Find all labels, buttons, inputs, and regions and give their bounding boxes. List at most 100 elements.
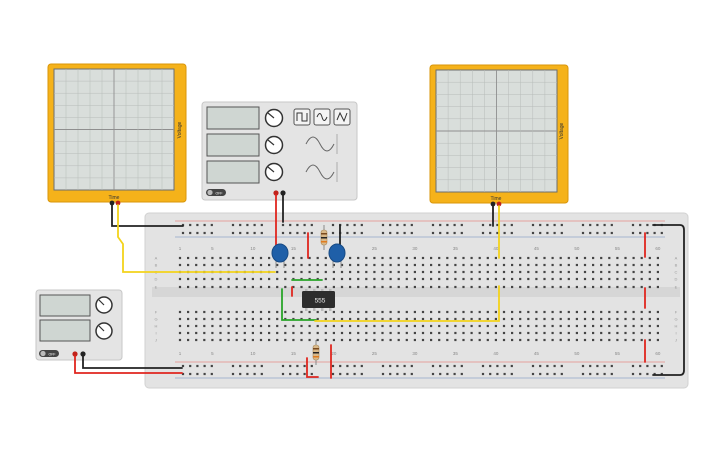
breadboard-hole[interactable] (543, 263, 546, 267)
breadboard-hole[interactable] (478, 256, 481, 260)
breadboard-hole[interactable] (551, 285, 554, 289)
breadboard-hole[interactable] (373, 263, 376, 267)
breadboard-hole[interactable] (421, 270, 425, 274)
breadboard-hole[interactable] (405, 256, 408, 260)
breadboard-hole[interactable] (511, 338, 514, 342)
breadboard-hole[interactable] (575, 338, 578, 342)
breadboard-hole[interactable] (381, 256, 384, 260)
breadboard-hole[interactable] (357, 270, 360, 274)
breadboard-hole[interactable] (496, 231, 499, 235)
breadboard-hole[interactable] (502, 338, 506, 342)
breadboard-hole[interactable] (310, 372, 313, 376)
breadboard-hole[interactable] (575, 317, 578, 321)
breadboard-hole[interactable] (421, 310, 425, 314)
breadboard-hole[interactable] (340, 270, 344, 274)
breadboard-hole[interactable] (303, 231, 306, 235)
breadboard-hole[interactable] (413, 285, 416, 289)
breadboard-hole[interactable] (276, 338, 279, 342)
breadboard-hole[interactable] (332, 317, 335, 321)
breadboard-hole[interactable] (494, 263, 497, 267)
breadboard-hole[interactable] (259, 324, 263, 328)
breadboard-hole[interactable] (357, 263, 360, 267)
breadboard-hole[interactable] (203, 317, 206, 321)
breadboard-hole[interactable] (608, 310, 611, 314)
breadboard-hole[interactable] (600, 270, 603, 274)
breadboard-hole[interactable] (543, 338, 546, 342)
breadboard-hole[interactable] (559, 263, 562, 267)
breadboard-hole[interactable] (519, 256, 522, 260)
breadboard-hole[interactable] (332, 324, 335, 328)
breadboard-hole[interactable] (600, 317, 603, 321)
breadboard-hole[interactable] (592, 285, 595, 289)
breadboard-hole[interactable] (373, 310, 376, 314)
breadboard-hole[interactable] (531, 364, 535, 368)
breadboard-hole[interactable] (276, 285, 279, 289)
breadboard-hole[interactable] (567, 331, 570, 335)
breadboard-hole[interactable] (189, 231, 192, 235)
output-terminal-red[interactable] (273, 190, 279, 196)
breadboard-hole[interactable] (648, 270, 651, 274)
output-terminal-black[interactable] (280, 190, 286, 196)
breadboard-hole[interactable] (567, 317, 570, 321)
breadboard-hole[interactable] (211, 324, 214, 328)
breadboard-hole[interactable] (616, 317, 619, 321)
breadboard-hole[interactable] (559, 324, 562, 328)
breadboard-hole[interactable] (470, 324, 473, 328)
breadboard-hole[interactable] (292, 317, 295, 321)
breadboard-hole[interactable] (421, 317, 425, 321)
breadboard-hole[interactable] (203, 338, 206, 342)
breadboard-hole[interactable] (596, 223, 599, 227)
breadboard-hole[interactable] (178, 310, 182, 314)
breadboard-hole[interactable] (430, 270, 433, 274)
breadboard-hole[interactable] (332, 270, 335, 274)
breadboard-hole[interactable] (462, 256, 465, 260)
breadboard-hole[interactable] (600, 310, 603, 314)
breadboard-hole[interactable] (410, 223, 413, 227)
breadboard-hole[interactable] (357, 277, 360, 281)
breadboard-hole[interactable] (481, 364, 485, 368)
breadboard-hole[interactable] (624, 270, 627, 274)
breadboard-hole[interactable] (268, 277, 271, 281)
breadboard-hole[interactable] (389, 223, 392, 227)
breadboard-hole[interactable] (413, 338, 416, 342)
breadboard-hole[interactable] (381, 338, 384, 342)
breadboard-hole[interactable] (405, 338, 408, 342)
breadboard-hole[interactable] (259, 256, 263, 260)
breadboard-hole[interactable] (656, 331, 659, 335)
breadboard-hole[interactable] (454, 317, 457, 321)
breadboard-hole[interactable] (211, 263, 214, 267)
breadboard-hole[interactable] (430, 331, 433, 335)
breadboard-hole[interactable] (583, 256, 587, 260)
breadboard-hole[interactable] (389, 270, 392, 274)
breadboard-hole[interactable] (511, 331, 514, 335)
breadboard-hole[interactable] (494, 256, 497, 260)
breadboard-hole[interactable] (439, 231, 442, 235)
breadboard-hole[interactable] (292, 263, 295, 267)
breadboard-hole[interactable] (519, 324, 522, 328)
resistor-bottom[interactable] (312, 340, 320, 365)
breadboard-hole[interactable] (346, 372, 349, 376)
breadboard-hole[interactable] (603, 223, 606, 227)
breadboard-hole[interactable] (567, 256, 570, 260)
breadboard-hole[interactable] (603, 231, 606, 235)
breadboard-hole[interactable] (596, 231, 599, 235)
breadboard-hole[interactable] (276, 310, 279, 314)
breadboard-hole[interactable] (632, 310, 635, 314)
breadboard-hole[interactable] (310, 364, 313, 368)
breadboard-hole[interactable] (231, 364, 235, 368)
breadboard-hole[interactable] (289, 231, 292, 235)
breadboard-hole[interactable] (519, 285, 522, 289)
breadboard-hole[interactable] (639, 231, 642, 235)
breadboard-hole[interactable] (502, 256, 506, 260)
breadboard-hole[interactable] (397, 310, 400, 314)
breadboard-hole[interactable] (567, 263, 570, 267)
breadboard-hole[interactable] (648, 256, 651, 260)
breadboard-hole[interactable] (531, 223, 535, 227)
breadboard-hole[interactable] (446, 324, 449, 328)
breadboard-hole[interactable] (632, 324, 635, 328)
breadboard-hole[interactable] (389, 277, 392, 281)
breadboard-hole[interactable] (470, 285, 473, 289)
breadboard-hole[interactable] (373, 270, 376, 274)
breadboard-hole[interactable] (292, 270, 295, 274)
